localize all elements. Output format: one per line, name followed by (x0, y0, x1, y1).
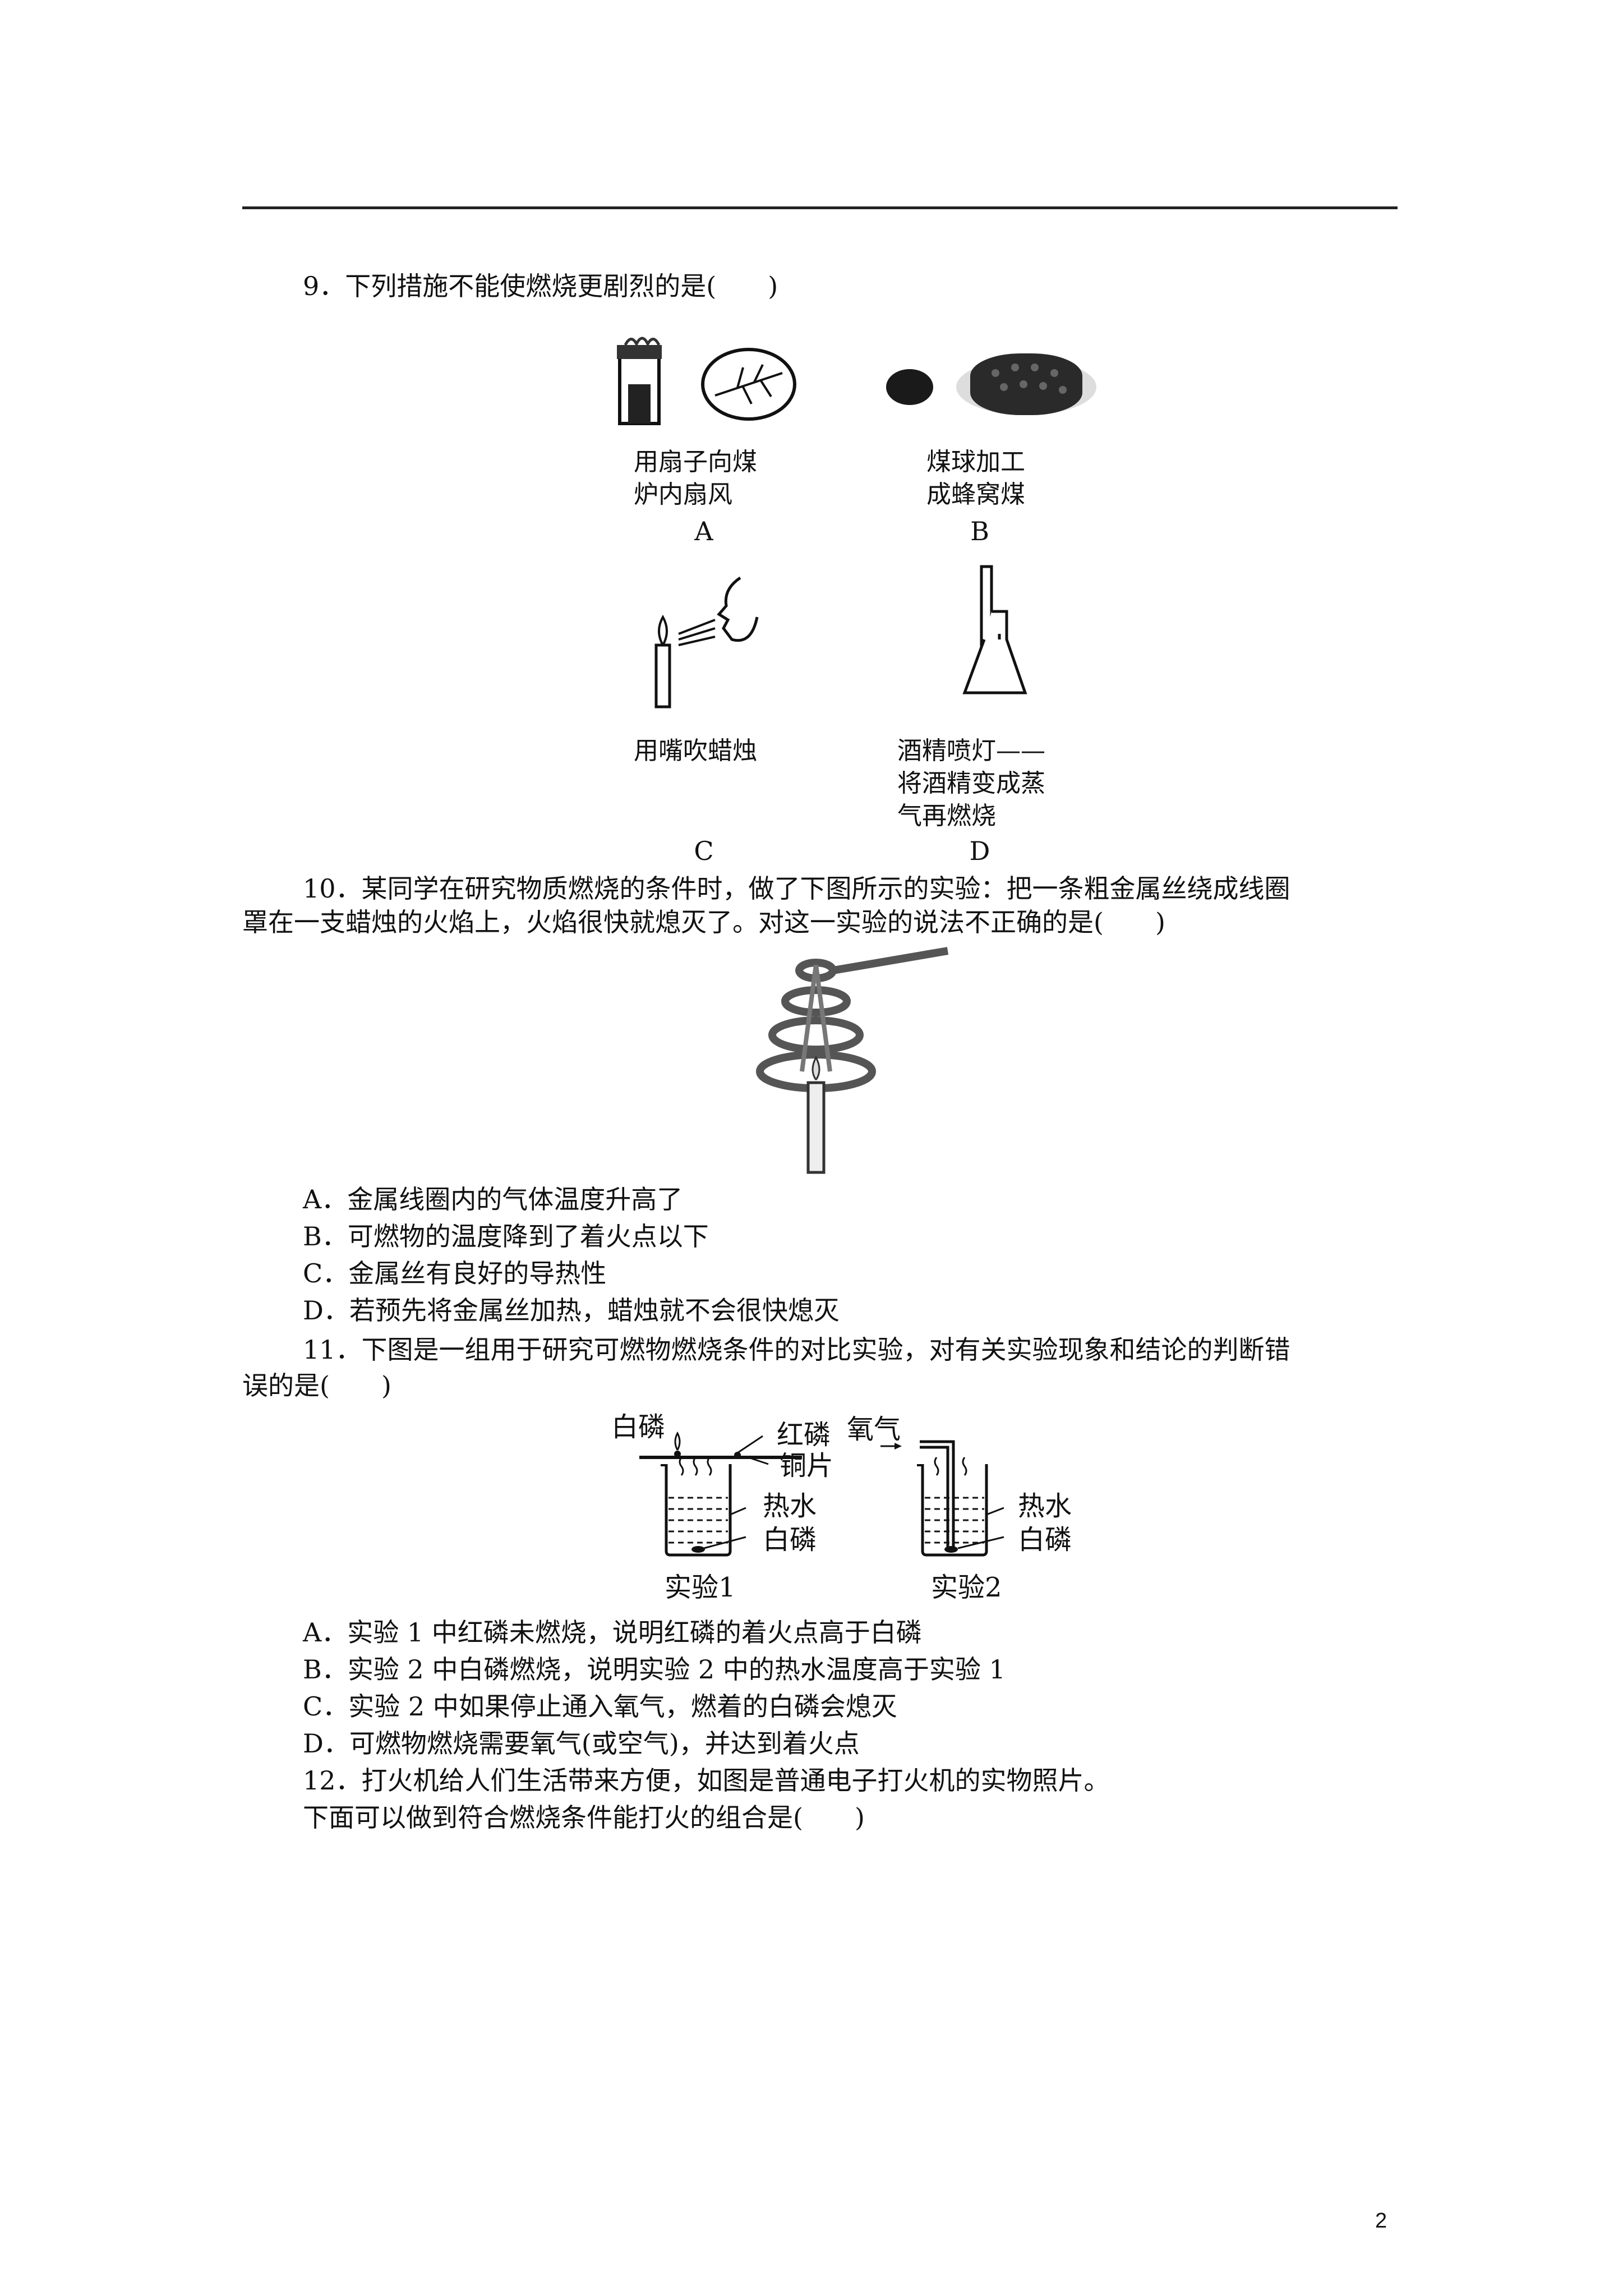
q11-stem-line2: 误的是( ) (242, 1370, 391, 1401)
q9-stem: 9．下列措施不能使燃烧更剧烈的是( ) (303, 271, 778, 301)
coal-briquette-image (886, 353, 1096, 415)
q9-caption-d: 酒精喷灯—— 将酒精变成蒸 气再燃烧 (897, 737, 1045, 830)
label-oxygen: 氧气 (847, 1414, 901, 1445)
q9-letter-b: B (970, 516, 989, 546)
q9-letter-a: A (694, 516, 713, 546)
q12-line1: 12．打火机给人们生活带来方便，如图是普通电子打火机的实物照片。 (303, 1765, 1110, 1796)
q11-option-a: A．实验 1 中红磷未燃烧，说明红磷的着火点高于白磷 (303, 1617, 922, 1648)
q11-option-c: C．实验 2 中如果停止通入氧气，燃着的白磷会熄灭 (303, 1691, 897, 1722)
q9-caption-c: 用嘴吹蜡烛 (634, 737, 757, 765)
stove-fan-image (617, 337, 796, 425)
label-white-phosphorus-2: 白磷 (1018, 1524, 1072, 1556)
label-experiment-1: 实验1 (665, 1572, 736, 1603)
q12-line2: 下面可以做到符合燃烧条件能打火的组合是( ) (303, 1802, 865, 1833)
label-red-phosphorus: 红磷 (777, 1419, 831, 1451)
wire-coil-candle-image (756, 947, 949, 1174)
q11-option-d: D．可燃物燃烧需要氧气(或空气)，并达到着火点 (303, 1728, 860, 1759)
q10-option-b: B．可燃物的温度降到了着火点以下 (303, 1221, 709, 1251)
label-experiment-2: 实验2 (931, 1572, 1002, 1603)
label-hot-water-2: 热水 (1018, 1490, 1072, 1522)
q10-stem-line1: 10．某同学在研究物质燃烧的条件时，做了下图所示的实验：把一条粗金属丝绕成线圈 (303, 873, 1290, 904)
label-hot-water-1: 热水 (763, 1490, 817, 1522)
blowing-candle-image (654, 576, 759, 708)
q11-option-b: B．实验 2 中白磷燃烧，说明实验 2 中的热水温度高于实验 1 (303, 1654, 1006, 1685)
page-number: 2 (1375, 2209, 1387, 2233)
label-white-phosphorus-1: 白磷 (763, 1524, 817, 1556)
q10-option-c: C．金属丝有良好的导热性 (303, 1258, 607, 1289)
q10-option-a: A．金属线圈内的气体温度升高了 (303, 1184, 683, 1214)
header-rule (242, 206, 1398, 209)
q9-letter-c: C (694, 836, 714, 866)
q9-caption-b: 煤球加工 成蜂窝煤 (926, 448, 1025, 509)
q10-stem-line2: 罩在一支蜡烛的火焰上，火焰很快就熄灭了。对这一实验的说法不正确的是( ) (242, 907, 1165, 937)
label-copper-sheet: 铜片 (780, 1450, 834, 1481)
q10-option-d: D．若预先将金属丝加热，蜡烛就不会很快熄灭 (303, 1295, 840, 1326)
phosphorus-experiment-diagram (639, 1431, 1004, 1557)
q9-caption-a: 用扇子向煤 炉内扇风 (634, 448, 757, 509)
alcohol-blowtorch-image (962, 565, 1027, 694)
q9-letter-d: D (969, 836, 990, 866)
q11-stem-line1: 11．下图是一组用于研究可燃物燃烧条件的对比实验，对有关实验现象和结论的判断错 (303, 1335, 1290, 1365)
label-white-phosphorus-top: 白磷 (611, 1411, 666, 1443)
